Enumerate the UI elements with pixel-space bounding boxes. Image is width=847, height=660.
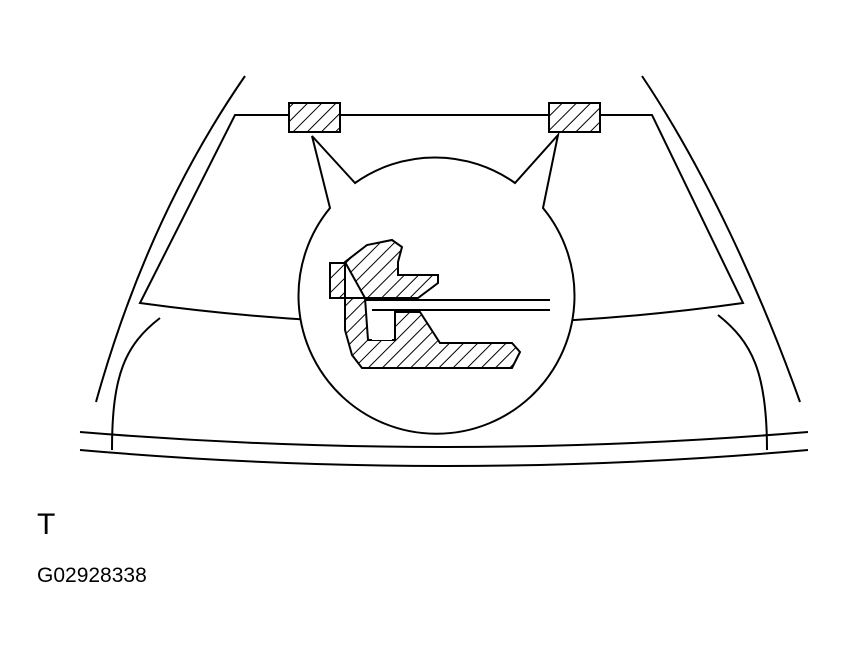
cowl-panel: [79, 314, 809, 467]
molding-clip-right: [548, 102, 601, 133]
body-a-pillars: [95, 75, 801, 403]
view-label: T: [37, 508, 56, 541]
glass-edge-section: [365, 299, 550, 311]
molding-cross-section: [329, 238, 522, 369]
molding-clip-left: [288, 102, 341, 133]
figure-code: G02928338: [37, 564, 147, 587]
